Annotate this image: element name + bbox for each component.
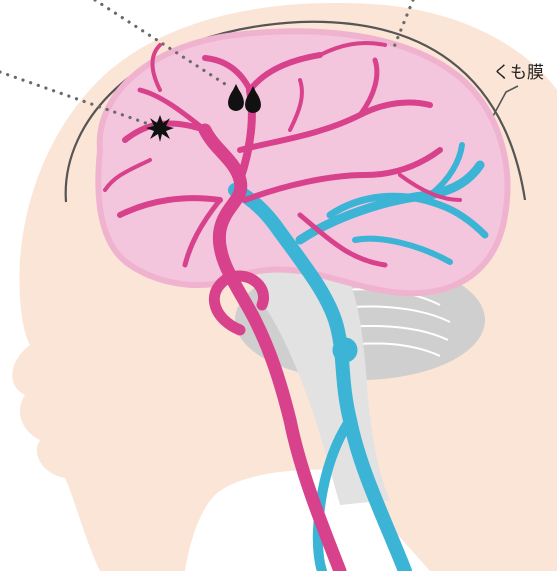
vein-sinus [333, 338, 357, 362]
arachnoid-label: くも膜 [493, 58, 544, 83]
